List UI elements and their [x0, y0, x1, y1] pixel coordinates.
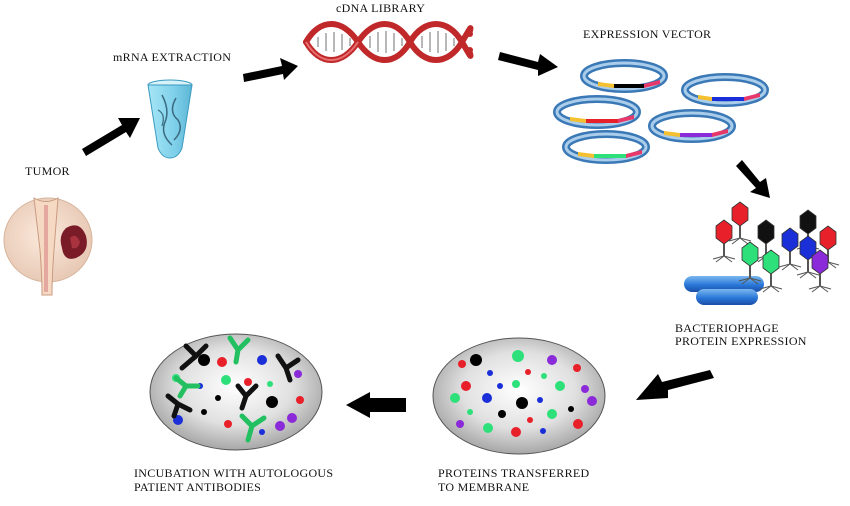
phage: [728, 201, 752, 245]
phage: [712, 219, 736, 263]
plasmid: [553, 95, 641, 129]
label-to-membrane: TO MEMBRANE: [438, 480, 530, 494]
arrows: [82, 52, 770, 418]
label-tumor: TUMOR: [25, 164, 70, 178]
phage: [738, 241, 762, 285]
tube-illustration: [147, 79, 193, 159]
plasmid: [681, 73, 769, 107]
bacteriophages: [684, 201, 840, 305]
arrow-membrane-to-incubation: [346, 392, 406, 418]
bacterium: [696, 289, 758, 305]
expression-vectors: [553, 59, 769, 164]
arrow-mrna-to-cdna: [243, 58, 298, 82]
arrow-phage-to-membrane: [636, 370, 714, 400]
antibody: [165, 393, 193, 419]
label-incubation: INCUBATION WITH AUTOLOGOUS: [134, 466, 334, 480]
tumor-illustration: [3, 197, 93, 296]
arrow-cdna-to-vector: [498, 52, 558, 76]
label-bacteriophage: BACTERIOPHAGE: [675, 321, 779, 335]
label-expression-vector: EXPRESSION VECTOR: [583, 27, 712, 41]
label-mrna-extraction: mRNA EXTRACTION: [113, 50, 232, 64]
arrow-vector-to-phage: [736, 160, 770, 198]
membrane-antibodies: [149, 333, 323, 451]
label-proteins-transferred: PROTEINS TRANSFERRED: [438, 466, 590, 480]
antibody: [227, 335, 251, 365]
dna-helix: [303, 21, 474, 63]
antibody: [239, 413, 267, 443]
label-protein-expression: PROTEIN EXPRESSION: [675, 334, 807, 348]
label-patient-antibodies: PATIENT ANTIBODIES: [134, 480, 262, 494]
antibody: [179, 343, 209, 371]
plasmid: [648, 109, 736, 143]
phage: [796, 235, 820, 279]
phage: [759, 249, 783, 293]
arrow-tumor-to-mrna: [82, 118, 140, 156]
membrane-proteins: [432, 337, 606, 455]
phage: [778, 227, 802, 271]
plasmid: [562, 130, 650, 164]
antibody: [275, 353, 301, 383]
antibody: [235, 383, 259, 411]
antibody: [173, 375, 201, 399]
plasmid: [580, 59, 668, 93]
phage: [808, 249, 832, 293]
label-cdna-library: cDNA LIBRARY: [336, 1, 426, 15]
